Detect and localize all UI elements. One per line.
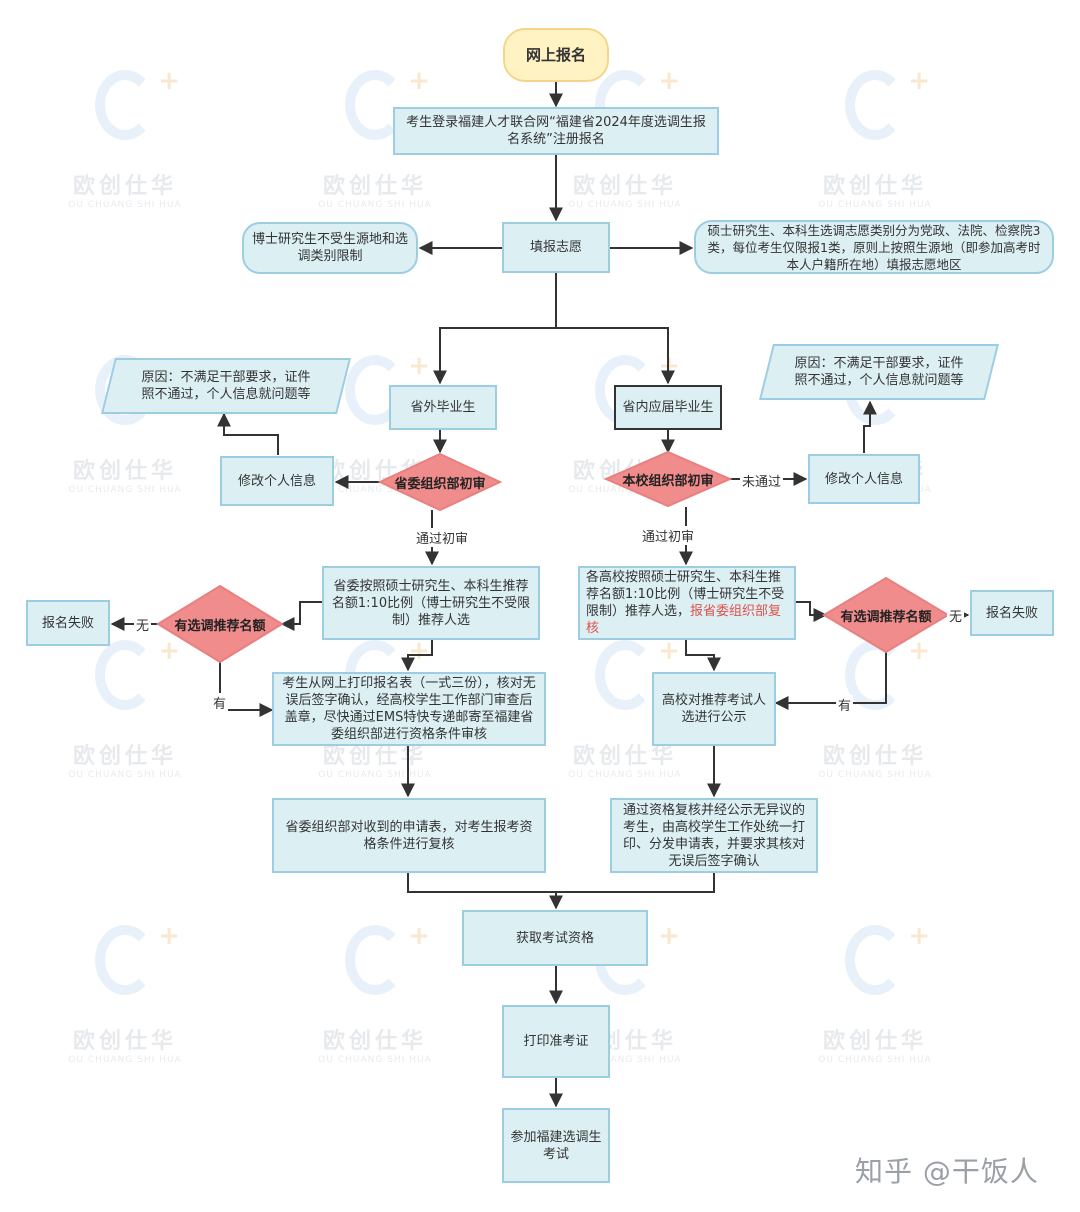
line-merge <box>407 873 715 893</box>
arrow-rrec-rdia <box>796 601 828 622</box>
out-province-box: 省外毕业生 <box>389 385 497 430</box>
label-none-right: 无 <box>947 606 965 625</box>
exam-box: 参加福建选调生考试 <box>502 1108 610 1183</box>
right-recheck-box: 通过资格复核并经公示无异议的考生，由高校学生工作处统一打印、分发申请表，并要求其… <box>610 798 818 873</box>
arrow-lrec-ldia <box>280 601 322 631</box>
diamond-left-quota <box>156 584 284 664</box>
arrow-lmodify-reason <box>217 412 279 455</box>
start-node: 网上报名 <box>503 28 609 82</box>
left-quota-label: 有选调推荐名额 <box>174 618 266 634</box>
master-note-box: 硕士研究生、本科生选调志愿类别分为党政、法院、检察院3类，每位考生仅限报1类，原… <box>694 220 1054 274</box>
fill-volunteer-box: 填报志愿 <box>502 222 610 273</box>
print-ticket-box: 打印准考证 <box>502 1005 610 1078</box>
label-has-left: 有 <box>211 693 229 712</box>
left-recommend-box: 省委按照硕士研究生、本科生推荐名额1:10比例（博士研究生不受限制）推荐人选 <box>322 566 540 640</box>
label-not-pass: 未通过 <box>740 471 784 490</box>
diamond-right-review <box>603 450 733 508</box>
right-review-label: 本校组织部初审 <box>622 473 714 489</box>
diamond-left-review <box>377 452 503 512</box>
reason-right-text: 原因：不满足干部要求，证件照不通过，个人信息就问题等 <box>794 356 964 388</box>
in-province-box: 省内应届毕业生 <box>614 385 722 430</box>
left-review-label: 省委组织部初审 <box>394 476 486 492</box>
label-has-right: 有 <box>836 695 854 714</box>
print-form-box: 考生从网上打印报名表（一式三份），核对无误后签字确认，经高校学生工作部门审查后盖… <box>272 672 546 746</box>
right-quota-label: 有选调推荐名额 <box>840 609 932 625</box>
phd-note-box: 博士研究生不受生源地和选调类别限制 <box>242 222 418 274</box>
fail-left-box: 报名失败 <box>26 600 110 646</box>
arrow-rrec-publicity <box>685 640 721 672</box>
publicity-box: 高校对推荐考试人选进行公示 <box>652 672 776 746</box>
diamond-right-quota <box>822 576 950 654</box>
reason-left-text: 原因：不满足干部要求，证件照不通过，个人信息就问题等 <box>141 370 311 402</box>
line-fill-split <box>433 273 557 385</box>
modify-info-left: 修改个人信息 <box>220 456 334 506</box>
label-none-left: 无 <box>134 615 152 634</box>
arrow-rmodify-reason <box>863 400 877 453</box>
label-pass-left: 通过初审 <box>414 528 471 547</box>
line-fill-split-right <box>556 327 675 385</box>
left-recheck-box: 省委组织部对收到的申请表，对考生报考资格条件进行复核 <box>272 798 546 873</box>
right-recommend-box: 各高校按照硕士研究生、本科生推荐名额1:10比例（博士研究生不受限制）推荐人选，… <box>578 566 796 640</box>
fail-right-box: 报名失败 <box>970 590 1054 636</box>
zhihu-credit: 知乎 @干饭人 <box>855 1155 1039 1188</box>
modify-info-right: 修改个人信息 <box>808 454 920 504</box>
arrow-rdia-publicity <box>774 652 887 710</box>
label-pass-right: 通过初审 <box>640 526 697 545</box>
qualify-box: 获取考试资格 <box>462 910 648 966</box>
register-box: 考生登录福建人才联合网“福建省2024年度选调生报名系统”注册报名 <box>393 107 719 155</box>
arrow-lrec-print <box>401 640 433 672</box>
